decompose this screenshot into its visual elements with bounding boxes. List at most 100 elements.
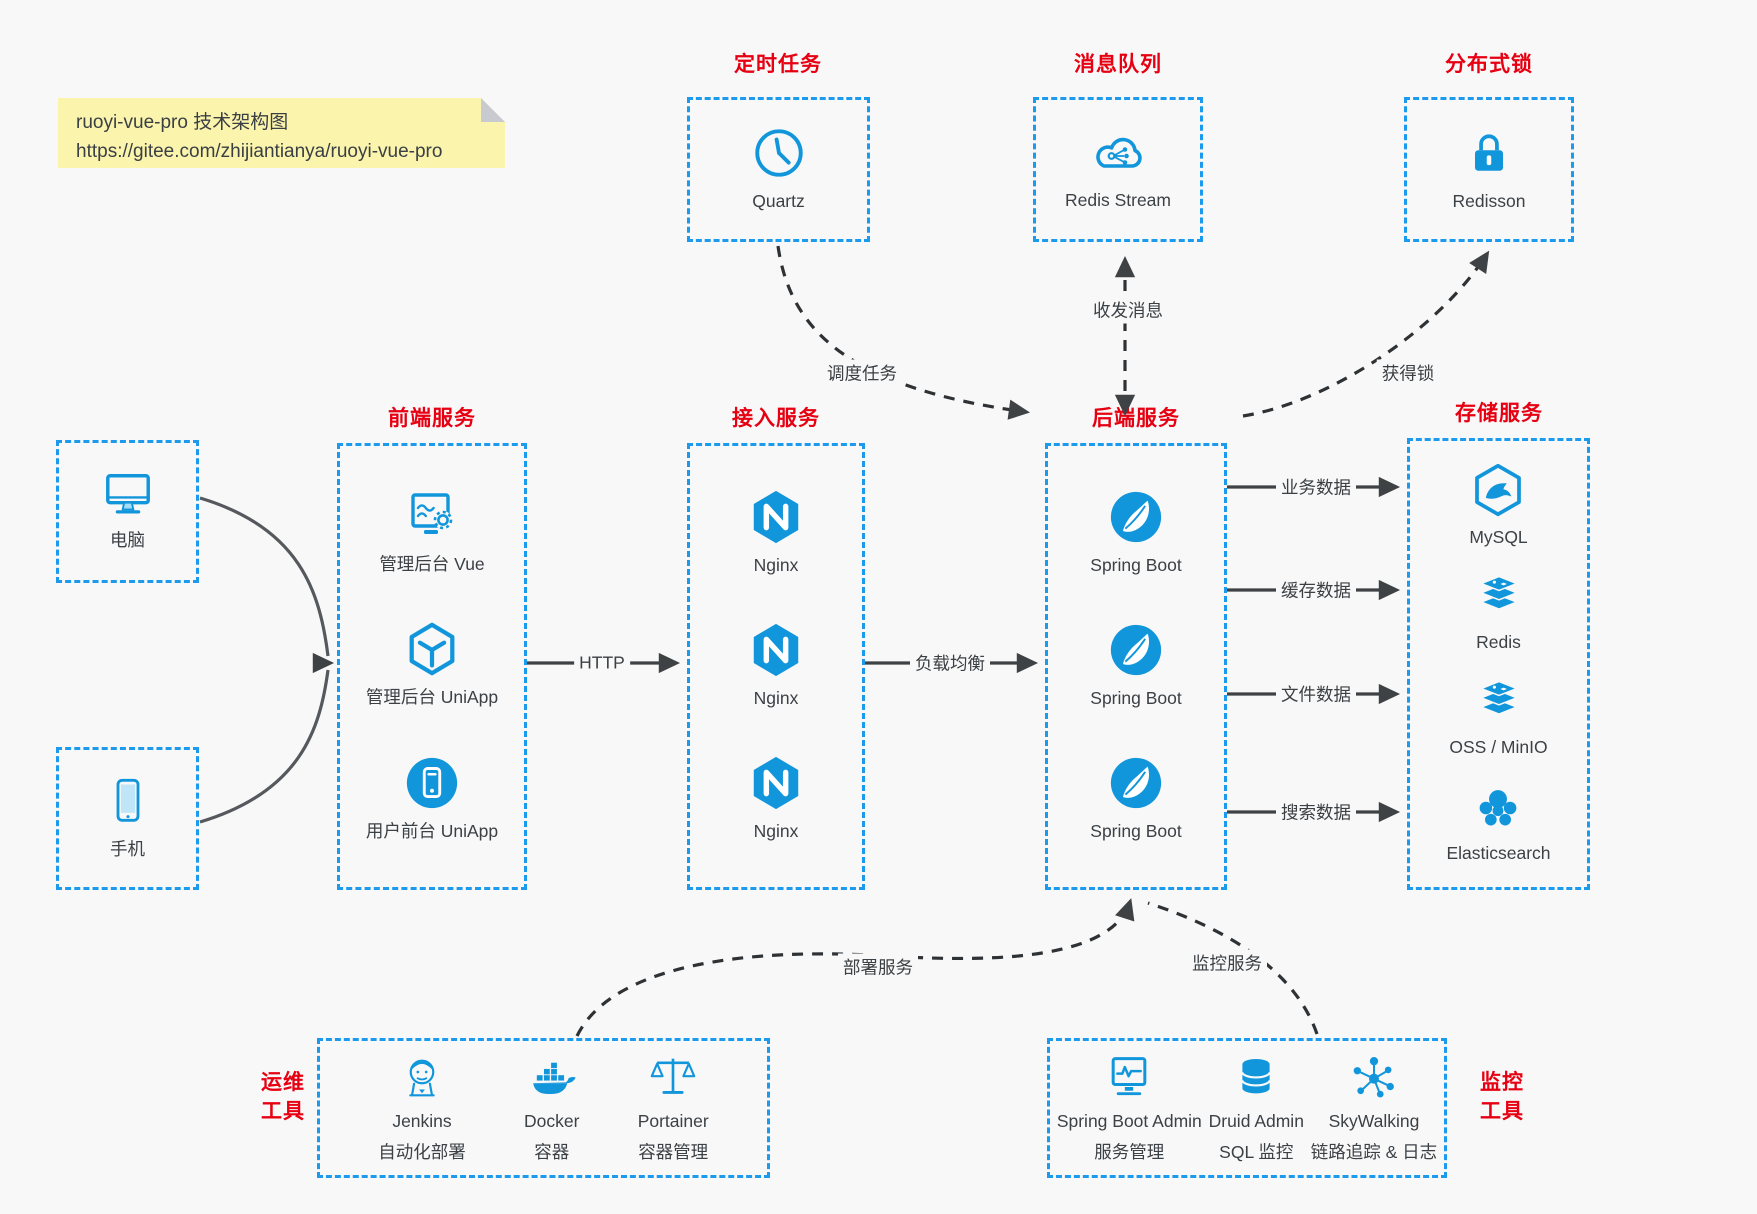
- title-storage-services: 存储服务: [1455, 402, 1543, 425]
- edge-label-acquire-lock: 获得锁: [1376, 359, 1440, 387]
- node-label: 电脑: [110, 530, 145, 551]
- node-label: Portainer: [637, 1110, 709, 1131]
- spring-boot-admin-icon: [1111, 1056, 1147, 1095]
- admin-vue-icon: [411, 493, 453, 534]
- node-oss-minio: OSS / MinIO: [1449, 676, 1548, 760]
- redis-icon: [1478, 575, 1519, 611]
- node-redisson: Redisson: [1452, 124, 1526, 214]
- node-nginx-3: Nginx: [747, 754, 805, 844]
- node-sublabel: 自动化部署: [378, 1142, 466, 1163]
- node-label: Spring Boot: [1090, 555, 1182, 576]
- node-label: Redisson: [1452, 191, 1526, 212]
- client-phone-box: 手机: [56, 747, 199, 890]
- title-monitor-tools: 监控工具: [1480, 1071, 1524, 1124]
- edge-label-search-data: 搜索数据: [1276, 798, 1356, 826]
- node-phone: 手机: [103, 774, 153, 862]
- edge-label-file-data: 文件数据: [1276, 680, 1356, 708]
- portainer-icon: [650, 1058, 696, 1094]
- node-redis: Redis: [1471, 571, 1527, 655]
- note-title: ruoyi-vue-pro 技术架构图: [76, 112, 289, 133]
- edge-schedule-task: [776, 245, 1031, 420]
- node-jenkins: Jenkins 自动化部署: [378, 1052, 466, 1164]
- spring-boot-icon: [1110, 625, 1162, 676]
- title-message-queue: 消息队列: [1074, 53, 1162, 76]
- edge-label-business-data: 业务数据: [1276, 473, 1356, 501]
- node-label: 管理后台 UniApp: [365, 687, 499, 708]
- node-quartz: Quartz: [750, 124, 808, 214]
- node-computer: 电脑: [99, 469, 157, 553]
- node-label: Nginx: [753, 821, 799, 842]
- node-portainer: Portainer 容器管理: [638, 1052, 709, 1164]
- storage-stack-icon: [1478, 681, 1519, 716]
- title-frontend-services: 前端服务: [388, 407, 476, 430]
- node-nginx-2: Nginx: [747, 621, 805, 711]
- node-label: SkyWalking: [1328, 1110, 1420, 1131]
- nginx-icon: [753, 757, 799, 810]
- group-ops-tools: Jenkins 自动化部署 Docker 容器: [317, 1038, 770, 1178]
- title-scheduled-tasks: 定时任务: [734, 53, 822, 76]
- node-label: OSS / MinIO: [1449, 737, 1548, 758]
- node-label: MySQL: [1469, 526, 1528, 547]
- user-app-icon: [406, 757, 458, 808]
- skywalking-icon: [1353, 1056, 1394, 1098]
- edge-label-cache-data: 缓存数据: [1276, 576, 1356, 604]
- node-label: Spring Boot Admin: [1056, 1110, 1202, 1131]
- edge-label-deploy-service: 部署服务: [838, 953, 918, 981]
- group-storage-services: MySQL Redis OSS / MinIO: [1407, 438, 1590, 890]
- node-label: Nginx: [753, 688, 799, 709]
- mobile-icon: [116, 779, 139, 823]
- group-monitor-tools: Spring Boot Admin 服务管理 Druid Admin SQL 监…: [1047, 1038, 1447, 1178]
- node-sublabel: 容器: [534, 1142, 570, 1163]
- node-spring-boot-3: Spring Boot: [1090, 754, 1182, 844]
- node-mysql: MySQL: [1469, 462, 1528, 550]
- title-backend-services: 后端服务: [1092, 407, 1180, 430]
- node-label: Elasticsearch: [1446, 842, 1551, 863]
- node-elasticsearch: Elasticsearch: [1446, 782, 1551, 866]
- cloud-stream-icon: [1096, 138, 1142, 169]
- node-label: Nginx: [753, 555, 799, 576]
- node-admin-vue: 管理后台 Vue: [379, 489, 485, 577]
- edge-label-schedule-task: 调度任务: [822, 359, 902, 387]
- node-label: 用户前台 UniApp: [365, 820, 499, 841]
- edge-acquire-lock: [1242, 250, 1490, 418]
- spring-boot-icon: [1110, 492, 1162, 543]
- node-label: Spring Boot: [1090, 821, 1182, 842]
- edge-label-load-balance: 负载均衡: [910, 649, 990, 677]
- spring-boot-icon: [1110, 758, 1162, 809]
- node-label: Quartz: [752, 191, 805, 212]
- node-spring-boot-1: Spring Boot: [1090, 488, 1182, 578]
- druid-icon: [1241, 1058, 1271, 1094]
- group-scheduled-tasks: Quartz: [687, 97, 870, 242]
- uniapp-cube-icon: [409, 623, 455, 676]
- mysql-icon: [1475, 463, 1522, 517]
- node-label: Docker: [524, 1110, 580, 1131]
- node-redis-stream: Redis Stream: [1065, 125, 1171, 213]
- group-distributed-lock: Redisson: [1404, 97, 1574, 242]
- edge-label-http: HTTP: [574, 651, 630, 675]
- group-gateway-services: Nginx Nginx Nginx: [687, 443, 865, 890]
- nginx-icon: [753, 491, 799, 544]
- group-frontend-services: 管理后台 Vue 管理后台 UniApp 用户前台 UniApp: [337, 443, 527, 890]
- note-fold-corner-icon: [481, 98, 505, 122]
- node-sublabel: 容器管理: [638, 1142, 709, 1163]
- node-docker: Docker 容器: [524, 1052, 579, 1164]
- node-label: 管理后台 Vue: [379, 553, 485, 574]
- node-nginx-1: Nginx: [747, 488, 805, 578]
- node-druid-admin: Druid Admin SQL 监控: [1209, 1052, 1304, 1164]
- node-label: Redis: [1476, 632, 1521, 653]
- node-label: Spring Boot: [1090, 688, 1182, 709]
- jenkins-icon: [409, 1059, 435, 1097]
- edge-label-send-receive-msg: 收发消息: [1088, 296, 1168, 324]
- nginx-icon: [753, 624, 799, 677]
- title-ops-tools: 运维工具: [261, 1071, 305, 1124]
- sticky-note: ruoyi-vue-pro 技术架构图 https://gitee.com/zh…: [58, 98, 505, 168]
- lock-icon: [1475, 134, 1503, 172]
- node-spring-boot-admin: Spring Boot Admin 服务管理: [1057, 1052, 1202, 1164]
- node-sublabel: 服务管理: [1094, 1142, 1165, 1163]
- client-computer-box: 电脑: [56, 440, 199, 583]
- edge-phone-to-frontend: [199, 669, 330, 824]
- node-skywalking: SkyWalking 链路追踪 & 日志: [1311, 1052, 1437, 1164]
- node-label: Jenkins: [392, 1110, 452, 1131]
- edge-computer-to-frontend: [199, 496, 330, 657]
